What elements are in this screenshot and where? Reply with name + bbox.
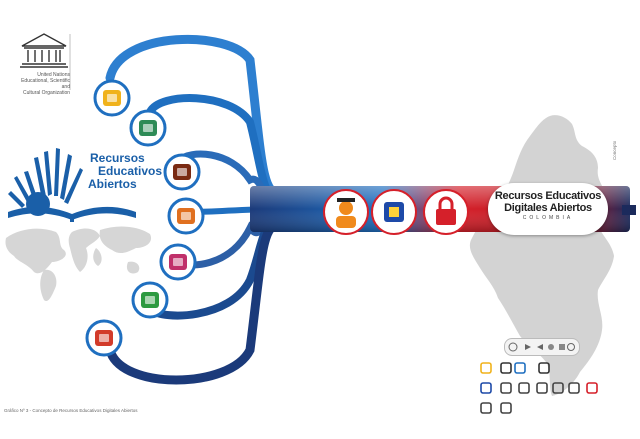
stop-icon: [559, 344, 565, 350]
pipe-icons: [323, 189, 469, 235]
laptop-icon: [500, 382, 512, 394]
unesco-caption-line: Educational, Scientific and: [21, 78, 70, 90]
monitor-icon: [518, 382, 530, 394]
world-map: [5, 226, 152, 302]
left-resource-icons: [85, 79, 205, 357]
rea-book-logo: [8, 148, 136, 222]
rea-title: Recursos Educativos Abiertos: [80, 152, 170, 191]
tablet-icon: [552, 382, 564, 394]
home-icon: [508, 342, 518, 352]
badge-line-3: COLOMBIA: [522, 215, 574, 221]
padlock-icon: [586, 382, 598, 394]
camera-icon: [500, 402, 512, 414]
pc-icon: [480, 402, 492, 414]
badge-line-2: Digitales Abiertos: [504, 202, 592, 214]
phone-icon: [538, 362, 550, 374]
settings-icon: [567, 343, 575, 351]
rea-title-line: Educativos: [98, 164, 163, 178]
newspaper-icon: [129, 109, 167, 147]
colombia-rea-badge: Recursos Educativos Digitales Abiertos C…: [488, 183, 608, 235]
chip-icon: [480, 382, 492, 394]
toolbar-icons: [508, 342, 575, 352]
side-caption: Concepto: [612, 140, 617, 160]
speaker-icon: [525, 344, 531, 350]
puzzle-icon: [93, 79, 131, 117]
unesco-caption-line: Cultural Organization: [23, 90, 70, 96]
rea-title-line: Abiertos: [88, 177, 137, 191]
headphones-icon: [131, 281, 169, 319]
picture-icon: [85, 319, 123, 357]
newspaper-icon: [500, 362, 512, 374]
rewind-icon: [537, 344, 543, 350]
rea-title-line: Recursos: [90, 151, 145, 165]
pipe-end-cap: [622, 205, 636, 215]
legend-icons: [480, 362, 598, 414]
globe-icon: [536, 382, 548, 394]
media-toolbar: [504, 338, 580, 356]
tools-icon: [159, 243, 197, 281]
figure-caption: Gráfico Nº 3 - Concepto de Recursos Educ…: [4, 408, 138, 413]
badge-line-1: Recursos Educativos: [494, 190, 602, 202]
tv-icon: [167, 197, 205, 235]
shield-icon: [514, 362, 526, 374]
connector-line: [105, 219, 285, 385]
unesco-temple-logo: [20, 33, 71, 90]
graduate-icon: [323, 189, 369, 235]
record-icon: [548, 344, 554, 350]
tools-icon: [568, 382, 580, 394]
padlock-icon: [423, 189, 469, 235]
graduate-icon: [480, 362, 492, 374]
unesco-caption-line: United Nations: [37, 72, 70, 78]
unesco-caption: United Nations Educational, Scientific a…: [20, 72, 70, 96]
chip-icon: [371, 189, 417, 235]
book-icon: [163, 153, 201, 191]
